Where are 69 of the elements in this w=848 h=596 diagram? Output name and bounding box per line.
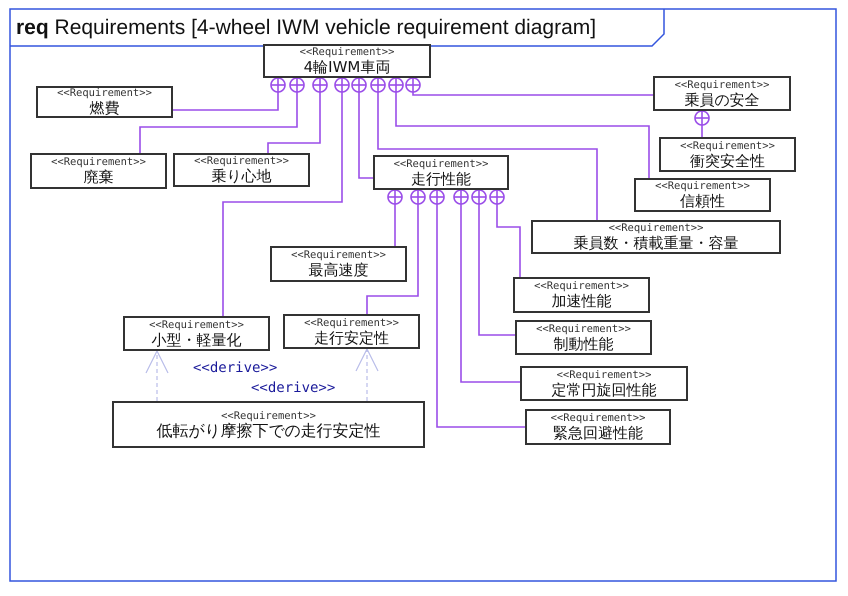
requirement-box xyxy=(123,316,270,351)
requirement-box xyxy=(515,320,652,355)
requirement-box xyxy=(513,277,650,313)
requirement-box xyxy=(520,366,688,401)
requirement-box xyxy=(263,44,431,78)
containment-line xyxy=(351,77,373,179)
requirement-name: 小型・軽量化 xyxy=(152,330,242,348)
requirement-name: 走行性能 xyxy=(411,170,471,188)
stereotype-label: <<Requirement>> xyxy=(608,222,704,234)
requirement-box xyxy=(659,137,796,172)
dependency-arrow xyxy=(355,348,379,401)
requirement-box xyxy=(112,401,425,448)
requirement-box xyxy=(283,314,420,349)
containment-line xyxy=(489,189,521,277)
stereotype-label: <<Requirement>> xyxy=(536,322,631,334)
requirement-name: 走行安定性 xyxy=(314,328,389,346)
requirement-box xyxy=(173,153,310,187)
requirement-box xyxy=(270,246,407,282)
stereotype-label: <<Requirement>> xyxy=(149,318,244,330)
containment-line xyxy=(453,189,520,383)
requirement-name: 制動性能 xyxy=(554,334,614,352)
requirement-name: 燃費 xyxy=(90,99,120,117)
requirement-name: 加速性能 xyxy=(552,292,612,310)
diagram-title: req Requirements [4-wheel IWM vehicle requirement diagram] xyxy=(16,15,598,41)
requirement-box xyxy=(36,86,173,118)
requirement-name: 信頼性 xyxy=(680,192,725,210)
requirement-name: 緊急回避性能 xyxy=(553,424,643,442)
stereotype-label: <<Requirement>> xyxy=(291,249,386,261)
stereotype-label: <<Requirement>> xyxy=(550,412,646,424)
requirement-box xyxy=(525,409,671,445)
stereotype-label: <<Requirement>> xyxy=(194,155,289,167)
stereotype-label: <<Requirement>> xyxy=(300,46,394,58)
stereotype-label: <<Requirement>> xyxy=(534,280,629,292)
requirement-name: 低転がり摩擦下での走行安定性 xyxy=(156,422,380,440)
containment-line xyxy=(405,77,653,96)
containment-line xyxy=(388,77,650,178)
stereotype-label: <<Requirement>> xyxy=(394,158,488,170)
requirement-name: 衝突安全性 xyxy=(690,152,765,170)
requirement-box xyxy=(531,220,781,254)
requirement-name: 乗り心地 xyxy=(212,167,272,185)
stereotype-label: <<Requirement>> xyxy=(680,140,775,152)
containment-line xyxy=(267,77,328,153)
stereotype-label: <<Requirement>> xyxy=(221,410,316,422)
containment-line xyxy=(139,77,305,153)
containment-line xyxy=(370,77,598,220)
requirement-name: 乗員数・積載重量・容量 xyxy=(574,234,738,252)
containment-line xyxy=(694,110,710,137)
containment-line xyxy=(366,189,426,314)
requirement-name: 廃棄 xyxy=(84,168,114,186)
stereotype-label: <<Requirement>> xyxy=(655,180,750,192)
requirement-name: 最高速度 xyxy=(308,261,368,279)
requirement-box xyxy=(634,178,771,212)
containment-line xyxy=(471,189,515,336)
dependency-arrow xyxy=(145,350,169,401)
stereotype-label: <<Requirement>> xyxy=(57,87,152,99)
stereotype-label: <<Requirement>> xyxy=(556,368,652,380)
containment-line xyxy=(387,189,403,246)
containment-line xyxy=(173,77,286,111)
requirement-name: 4輪IWM車両 xyxy=(304,58,390,76)
containment-line xyxy=(222,77,350,316)
requirement-name: 乗員の安全 xyxy=(684,90,760,108)
stereotype-label: <<Requirement>> xyxy=(304,316,399,328)
requirement-box xyxy=(30,153,167,189)
containment-line xyxy=(429,189,525,428)
stereotype-label: <<Requirement>> xyxy=(674,78,770,90)
requirement-box xyxy=(373,155,509,190)
requirement-name: 定常円旋回性能 xyxy=(552,380,656,398)
requirement-box xyxy=(653,76,791,111)
stereotype-label: <<Requirement>> xyxy=(51,156,146,168)
